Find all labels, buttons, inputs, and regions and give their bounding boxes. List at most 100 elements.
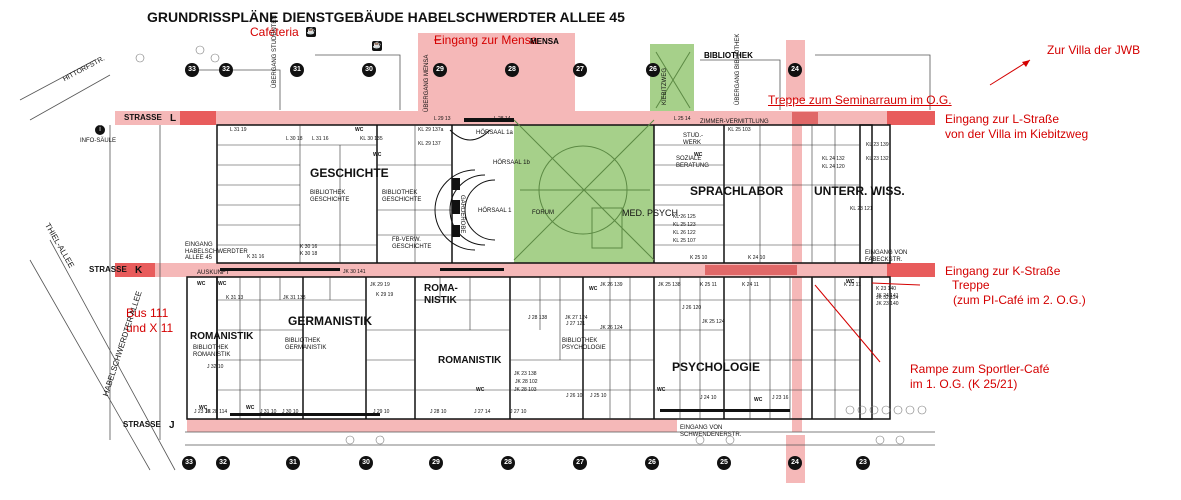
room-label: JK 28 114 [205, 409, 228, 415]
room-label: J 27 14 [474, 409, 491, 415]
room-label: K 24 11 [742, 282, 759, 288]
room-label: K 30 18 [300, 251, 318, 257]
wc-label: WC [657, 387, 666, 393]
room-label: JK 30 141 [343, 269, 366, 275]
room-label: JK 23 138 [514, 371, 537, 377]
mensa-label: MENSA [530, 37, 559, 46]
gate-top-27: 27 [573, 63, 587, 77]
wc-label: WC [476, 387, 485, 393]
room-label: J 28 10 [430, 409, 447, 415]
eingang-fabeck-label: EINGANG VON FABECKSTR. [865, 250, 908, 263]
fb-verw-label: FB-VERW. GESCHICHTE [392, 237, 432, 250]
room-label: JK 25 138 [658, 282, 681, 288]
kiebitzweg-label: KIEBITZWEG [662, 67, 668, 105]
k-stairs-sub: (zum PI-Café im 2. O.G.) [953, 293, 1086, 307]
room-label: L 31 19 [230, 127, 247, 133]
gate-top-24: 24 [788, 63, 802, 77]
gate-bottom-33: 33 [182, 456, 196, 470]
l-entrance-sub: von der Villa im Kiebitzweg [945, 127, 1089, 141]
dept-romanistik: ROMANISTIK [190, 331, 254, 342]
room-label: J 27 10 [510, 409, 527, 415]
wc-label: WC [589, 286, 598, 292]
room-label: JK 29 19 [370, 282, 390, 288]
room-label: JK 32 114 [876, 295, 899, 301]
street-k-letter: K [135, 265, 143, 276]
gate-top-32: 32 [219, 63, 233, 77]
room-label: J 26 10 [566, 393, 583, 399]
green-courtyard [514, 111, 654, 263]
bib-germanistik-label: BIBLIOTHEK GERMANISTIK [285, 338, 327, 351]
bib-geschichte-2-label: BIBLIOTHEK GESCHICHTE [382, 190, 422, 203]
street-l-label: STRASSE [124, 113, 162, 122]
k-entrance-label: Eingang zur K-Straße [945, 264, 1061, 278]
room-label: KL 29 137a [418, 127, 444, 133]
bus-label-2: und X 11 [126, 321, 174, 335]
room-label: J 32 10 [207, 364, 224, 370]
bib-psychologie-label: BIBLIOTHEK PSYCHOLOGIE [562, 338, 606, 351]
room-label: K 30 16 [300, 244, 318, 250]
room-label: K 31 13 [226, 295, 244, 301]
gate-bottom-27: 27 [573, 456, 587, 470]
zimmer-label: ZIMMER-VERMITTLUNG [700, 119, 769, 125]
room-label: KL 25 107 [673, 238, 696, 244]
room-label: L 25 14 [674, 116, 691, 122]
wc-label: WC [355, 127, 364, 133]
k-stairs-highlight [705, 265, 797, 275]
gate-top-33: 33 [185, 63, 199, 77]
wc-label: WC [218, 281, 227, 287]
gate-bottom-28: 28 [501, 456, 515, 470]
gate-bottom-30: 30 [359, 456, 373, 470]
l-stairs-highlight [792, 112, 818, 124]
room-label: JK 28 102 [515, 379, 538, 385]
room-label: KL 25 103 [728, 127, 751, 133]
room-label: J 25 10 [590, 393, 607, 399]
gate-bottom-25: 25 [717, 456, 731, 470]
uebergang-stud-label: ÜBERGANG STUDENTEN [272, 15, 278, 88]
room-label: L 29 13 [434, 116, 451, 122]
room-label: J 27 121 [566, 321, 586, 327]
street-j-letter: J [169, 420, 175, 431]
room-label: K 31 16 [247, 254, 265, 260]
gate-bottom-24: 24 [788, 456, 802, 470]
hoersaal1-label: HÖRSAAL 1 [478, 208, 512, 214]
room-label: J 31 10 [260, 409, 277, 415]
room-label: KL 24 120 [822, 164, 845, 170]
wc-label: WC [754, 397, 763, 403]
l-west-marker [180, 111, 216, 125]
gate-bottom-29: 29 [429, 456, 443, 470]
cafe-icon-2: ☕ [372, 41, 382, 51]
room-label: J 28 138 [528, 315, 548, 321]
room-label: K 23 11 [844, 282, 861, 288]
gate-top-31: 31 [290, 63, 304, 77]
room-label: KL 26 125 [673, 214, 696, 220]
wc-label: WC [694, 152, 703, 158]
room-label: JK 26 124 [600, 325, 623, 331]
room-label: K 29 19 [376, 292, 394, 298]
room-label: K 23 140 [876, 286, 897, 292]
sozial-label: SOZIALE BERATUNG [676, 156, 709, 169]
ramp-label: Rampe zum Sportler-Café [910, 362, 1050, 376]
dept-romanistik-short-2: NISTIK [424, 295, 457, 306]
room-label: J 23 10 [194, 409, 211, 415]
k-entrance-marker [887, 263, 935, 277]
room-label: J 26 120 [682, 305, 702, 311]
dept-sprachlabor: SPRACHLABOR [690, 184, 784, 198]
dept-romanistik-2: ROMANISTIK [438, 355, 502, 366]
room-label: L 30 18 [286, 136, 303, 142]
gate-bottom-26: 26 [645, 456, 659, 470]
library-label: BIBLIOTHEK [704, 51, 753, 60]
room-label: KL 23 132 [866, 156, 889, 162]
room-label: JK 27 124 [565, 315, 588, 321]
bib-geschichte-label: BIBLIOTHEK GESCHICHTE [310, 190, 350, 203]
mensa-entrance-label: Eingang zur Mensa [434, 33, 538, 47]
dept-unterr: UNTERR. WISS. [814, 184, 905, 198]
room-label: JK 23 140 [876, 301, 899, 307]
room-label: K 25 10 [690, 255, 708, 261]
room-label: KL 23 139 [866, 142, 889, 148]
info-icon: i [95, 125, 105, 135]
gate-top-26: 26 [646, 63, 660, 77]
room-label: L 31 16 [312, 136, 329, 142]
map-title: GRUNDRISSPLÄNE DIENSTGEBÄUDE HABELSCHWER… [147, 9, 625, 25]
room-label: J 30 10 [282, 409, 299, 415]
auskunft-label: AUSKUNFT [197, 270, 230, 276]
